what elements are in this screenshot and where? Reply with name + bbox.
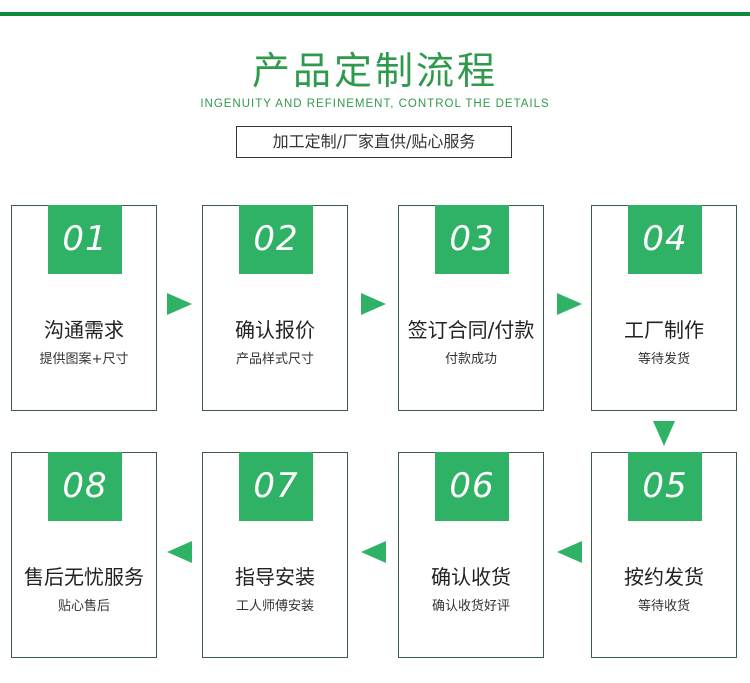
arrow-right-icon — [557, 293, 582, 315]
step-number-badge: 07 — [239, 452, 313, 521]
step-description: 提供图案+尺寸 — [39, 352, 129, 367]
step-name: 按约发货 — [624, 565, 704, 589]
step-description: 付款成功 — [444, 352, 497, 367]
step-card-07: 07 指导安装 工人师傅安装 — [202, 452, 348, 658]
step-name: 沟通需求 — [44, 318, 124, 342]
arrow-right-icon — [167, 293, 192, 315]
step-name: 确认报价 — [235, 318, 315, 342]
step-card-08: 08 售后无忧服务 贴心售后 — [11, 452, 157, 658]
tagline-box: 加工定制/厂家直供/贴心服务 — [236, 126, 512, 158]
step-card-03: 03 签订合同/付款 付款成功 — [398, 205, 544, 411]
step-number-badge: 06 — [435, 452, 509, 521]
step-description: 产品样式尺寸 — [235, 352, 314, 367]
step-name: 指导安装 — [235, 565, 315, 589]
step-description: 工人师傅安装 — [235, 599, 314, 614]
step-number-badge: 05 — [628, 452, 702, 521]
arrow-right-icon — [361, 293, 386, 315]
step-card-06: 06 确认收货 确认收货好评 — [398, 452, 544, 658]
page-subtitle: INGENUITY AND REFINEMENT, CONTROL THE DE… — [200, 98, 550, 110]
step-name: 售后无忧服务 — [24, 565, 144, 589]
step-card-05: 05 按约发货 等待收货 — [591, 452, 737, 658]
step-description: 贴心售后 — [57, 599, 110, 614]
step-name: 确认收货 — [431, 565, 511, 589]
step-name: 工厂制作 — [624, 318, 704, 342]
arrow-down-icon — [653, 421, 675, 446]
arrow-left-icon — [557, 541, 582, 563]
top-divider-line — [0, 12, 750, 16]
step-description: 等待发货 — [637, 352, 690, 367]
step-number-badge: 01 — [48, 205, 122, 274]
step-description: 等待收货 — [637, 599, 690, 614]
step-number-badge: 08 — [48, 452, 122, 521]
page-title: 产品定制流程 — [251, 49, 498, 93]
step-card-04: 04 工厂制作 等待发货 — [591, 205, 737, 411]
step-number-badge: 03 — [435, 205, 509, 274]
step-description: 确认收货好评 — [431, 599, 510, 614]
step-number-badge: 04 — [628, 205, 702, 274]
arrow-left-icon — [167, 541, 192, 563]
step-name: 签订合同/付款 — [407, 318, 535, 342]
step-card-02: 02 确认报价 产品样式尺寸 — [202, 205, 348, 411]
step-card-01: 01 沟通需求 提供图案+尺寸 — [11, 205, 157, 411]
step-number-badge: 02 — [239, 205, 313, 274]
arrow-left-icon — [361, 541, 386, 563]
